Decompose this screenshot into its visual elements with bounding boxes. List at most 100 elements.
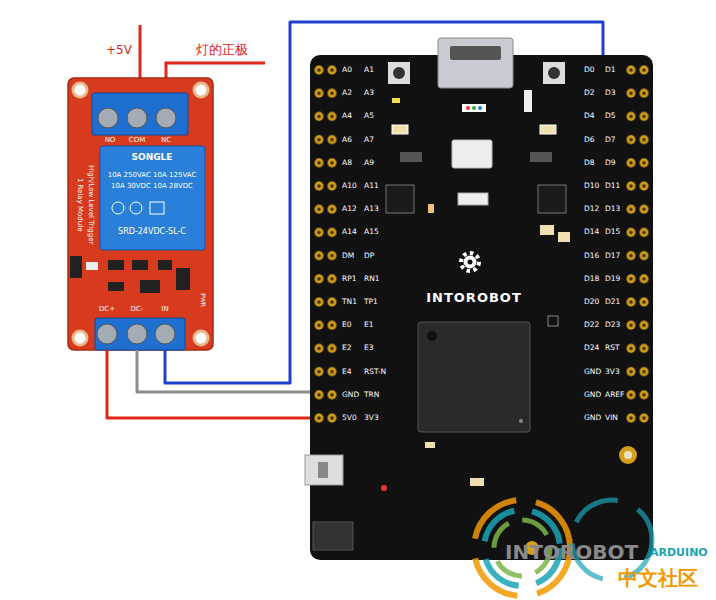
pin-label: D24 [584,344,599,352]
pin-label: A14 [342,228,357,236]
node-text: NO [105,137,116,144]
relay-module: NOCOMNCSONGLE10A 250VAC 10A 125VAC10A 30… [68,78,213,350]
node-text: 1 Relay Module [76,178,83,232]
node-text: 10A 250VAC 10A 125VAC [108,172,197,179]
resistor-symbol [108,282,124,291]
resistor-symbol [132,260,148,270]
mount-hole [73,331,87,345]
transistor-symbol [400,152,422,162]
resistor-symbol [108,260,124,270]
pin-label: D23 [605,321,620,329]
connector [458,193,488,205]
pin-label: DP [364,252,374,260]
button-cap [393,67,405,79]
button [543,62,565,84]
node-text: SRD-24VDC-SL-C [118,228,186,236]
pin-label: E4 [342,368,352,376]
pin-label: A0 [342,66,352,74]
relay-body [100,146,205,250]
node-text: NC [161,137,171,144]
rgb-led [462,104,486,112]
pin-label: E0 [342,321,352,329]
watermark: ARDUINO [650,547,708,559]
pin-label: A10 [342,182,357,190]
node-text: DC+ [99,306,115,313]
node-text: DC- [131,306,144,313]
pin-label: D5 [605,112,616,120]
node-text: High/Low Level Trigger [87,165,94,244]
test-pad [548,316,558,326]
usb-port [438,38,513,88]
terminal-screw [98,108,118,128]
pin-label: A11 [364,182,379,190]
pin-label: D11 [605,182,620,190]
pin-label: GND [342,391,359,399]
node-text: INTOROBOT [426,291,522,305]
pin-label: D21 [605,298,620,306]
led-dot [478,106,482,110]
node-text: IN [161,306,168,313]
pin-label: RN1 [364,275,380,283]
mount-hole [194,331,208,345]
chip [538,185,566,213]
chip [386,185,414,213]
signal-wire [165,22,603,383]
pin-label: E3 [364,344,374,352]
pin-label: RST-N [364,368,386,376]
pin-label: D22 [584,321,599,329]
button-cap [548,67,560,79]
antenna-connector [624,451,632,459]
pin-label: D20 [584,298,599,306]
resistor-symbol [428,204,434,213]
capacitor [540,225,554,235]
terminal-block [95,318,185,350]
gear-logo [461,253,479,271]
ground-wire [137,350,310,392]
pin-label: AREF [605,391,624,399]
capacitor [425,442,435,448]
pin-label: D10 [584,182,599,190]
pin-label: VIN [605,414,618,422]
led-dot [466,106,470,110]
capacitor [392,125,408,134]
gear-logo [468,260,473,265]
mount-hole [73,83,87,97]
pin-header [313,58,339,429]
node-text: SONGLE [132,153,173,162]
pin-label: GND [584,414,601,422]
pin-label: D2 [584,89,595,97]
antenna-connector [619,446,637,464]
usb-opening [450,46,501,60]
jumper [70,256,82,278]
pin-label: D19 [605,275,620,283]
pin-label: D16 [584,252,599,260]
pin-label: D3 [605,89,616,97]
mount-hole [194,83,208,97]
watermark: 中文社区 [618,568,698,589]
pin-label: GND [584,368,601,376]
pin-label: 3V3 [605,368,620,376]
pin-label: A5 [364,112,374,120]
pin-label: TP1 [364,298,378,306]
pin-label: E2 [342,344,352,352]
pin-label: A1 [364,66,374,74]
pin-label: A13 [364,205,379,213]
pin-label: A4 [342,112,352,120]
gear-logo [464,256,477,269]
lamp-label: 灯的正极 [196,43,248,57]
pin-label: D12 [584,205,599,213]
controller-board: INTOROBOT [310,55,653,560]
pin-label: A8 [342,159,352,167]
capacitor [540,125,556,134]
pin-label: D8 [584,159,595,167]
pin-label: E1 [364,321,374,329]
pin-header [625,58,651,429]
pin-label: A7 [364,136,374,144]
transistor-symbol [140,280,160,293]
pin-label: A2 [342,89,352,97]
switch-knob [318,462,328,478]
main-chip [418,322,530,432]
resistor-symbol [158,260,172,270]
pin-label: D17 [605,252,620,260]
